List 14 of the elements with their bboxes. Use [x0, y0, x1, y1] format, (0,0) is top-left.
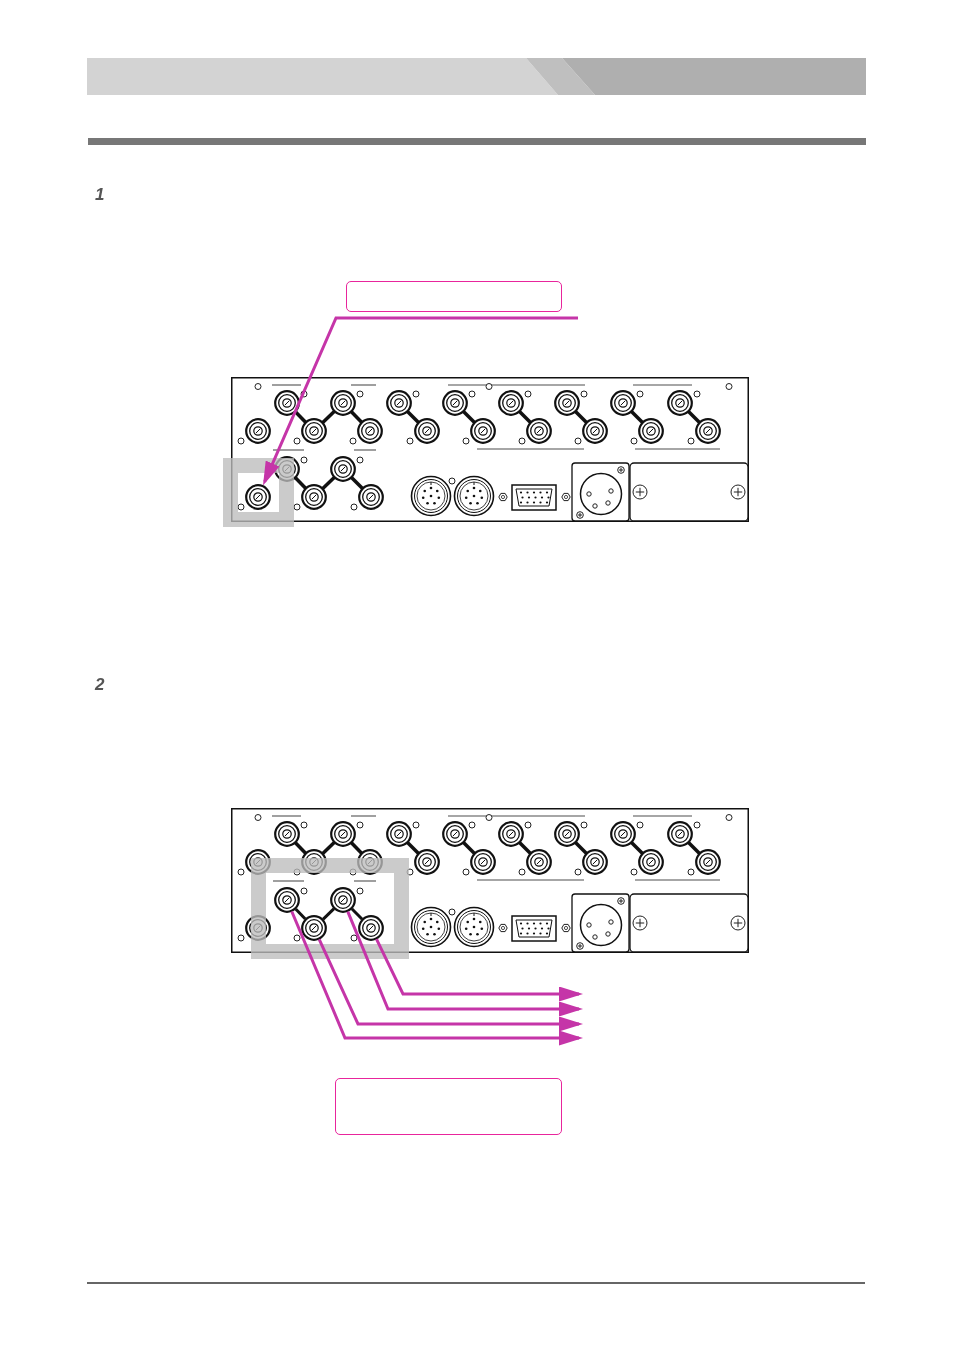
callout-box — [346, 281, 562, 312]
rear-panel-drawing — [231, 377, 749, 522]
step-number: 2 — [95, 676, 105, 693]
callout-box — [335, 1078, 562, 1135]
pair-link-bar — [350, 907, 364, 921]
arrow — [290, 910, 583, 1046]
arrow — [317, 938, 583, 1032]
rear-panel-drawing — [231, 808, 749, 953]
step-number: 1 — [95, 186, 105, 203]
arrow — [346, 911, 583, 1017]
pair-link-bar — [294, 907, 307, 921]
arrow — [375, 938, 583, 1002]
leader-arrow — [263, 316, 578, 486]
pair-link-bar — [321, 907, 336, 921]
